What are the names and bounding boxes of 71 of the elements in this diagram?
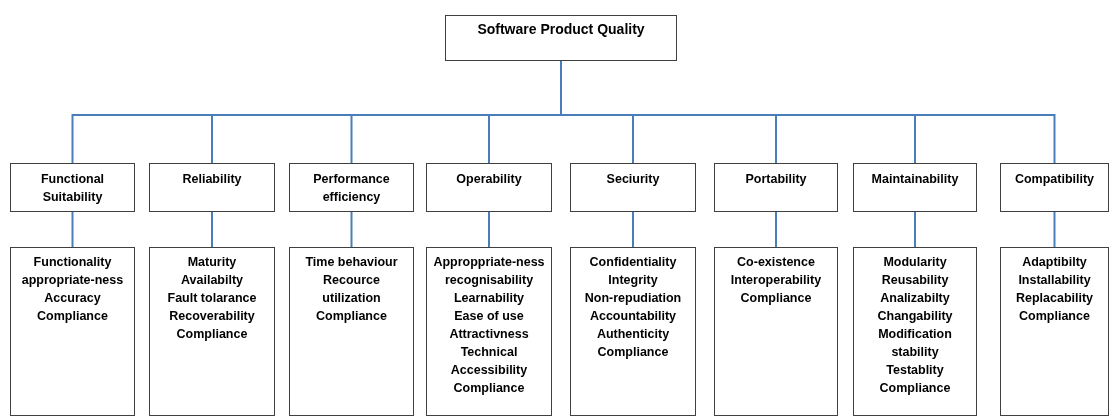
attribute-label: Installability xyxy=(1017,272,1092,289)
attribute-label: Maturity xyxy=(186,254,238,271)
attribute-label: Modification stability xyxy=(877,326,953,361)
connector-line xyxy=(71,211,74,248)
connector-line xyxy=(914,211,916,248)
attribute-label: Availabilty xyxy=(179,272,245,289)
category-label: Performance efficiency xyxy=(312,171,391,206)
category-label: Functional Suitability xyxy=(39,171,106,206)
attribute-label: Compliance xyxy=(36,308,109,325)
connector-line xyxy=(1053,211,1056,248)
category-label: Operability xyxy=(455,171,523,188)
attribute-label: Compliance xyxy=(596,344,670,361)
attribute-label: Modularity xyxy=(882,254,948,271)
attribute-label: Confidentiality xyxy=(588,254,678,271)
attribute-label: Integrity xyxy=(607,272,659,289)
category-label: Maintainability xyxy=(870,171,960,188)
attribute-label: Recource utilization xyxy=(321,272,382,307)
attribute-list-box xyxy=(1000,247,1109,416)
attribute-list-box xyxy=(853,247,977,416)
attribute-label: Compliance xyxy=(739,290,813,307)
attribute-label: Compliance xyxy=(1018,308,1091,325)
category-box xyxy=(570,163,696,212)
connector-line xyxy=(350,211,353,248)
connector-line xyxy=(775,211,777,248)
attribute-label: Compliance xyxy=(315,308,388,325)
attribute-label: Co-existence xyxy=(736,254,816,271)
category-box xyxy=(289,163,414,212)
attribute-label: Compliance xyxy=(452,380,526,397)
attribute-label: Analizabilty xyxy=(879,290,951,307)
attribute-label: Compliance xyxy=(175,326,249,343)
attribute-list-box xyxy=(10,247,135,416)
attribute-label: Recoverability xyxy=(168,308,256,325)
attribute-label: Authenticity xyxy=(595,326,671,343)
attribute-label: Fault tolarance xyxy=(166,290,258,307)
attribute-label: Technical Accessibility xyxy=(449,344,529,379)
attribute-label: Non-repudiation xyxy=(583,290,683,307)
attribute-list-box xyxy=(426,247,552,416)
category-label: Reliability xyxy=(181,171,243,188)
attribute-label: Compliance xyxy=(878,380,952,397)
attribute-list-box xyxy=(714,247,838,416)
connector-line xyxy=(211,211,213,248)
connector-line xyxy=(488,211,490,248)
category-label: Seciurity xyxy=(605,171,661,188)
category-box xyxy=(149,163,275,212)
category-box xyxy=(714,163,838,212)
attribute-label: Accuracy xyxy=(43,290,102,307)
attribute-label: Reusability xyxy=(880,272,950,289)
attribute-label: Attractivness xyxy=(448,326,530,343)
category-label: Compatibility xyxy=(1013,171,1096,188)
attribute-label: Learnability xyxy=(452,290,526,307)
attribute-label: Changability xyxy=(876,308,954,325)
category-box xyxy=(10,163,135,212)
attribute-label: Testablity xyxy=(885,362,945,379)
attribute-list-box xyxy=(149,247,275,416)
category-box xyxy=(426,163,552,212)
attribute-label: Approppriate-ness recognisability xyxy=(432,254,546,289)
root-title: Software Product Quality xyxy=(476,20,646,39)
root-box xyxy=(445,15,677,61)
attribute-label: Accountability xyxy=(588,308,678,325)
attribute-list-box xyxy=(570,247,696,416)
attribute-label: Replacability xyxy=(1014,290,1095,307)
attribute-list-box xyxy=(289,247,414,416)
attribute-label: Adaptibilty xyxy=(1021,254,1088,271)
attribute-label: Functionality appropriate-ness xyxy=(20,254,125,289)
attribute-label: Interoperability xyxy=(729,272,823,289)
attribute-label: Ease of use xyxy=(453,308,525,325)
category-label: Portability xyxy=(744,171,808,188)
category-box xyxy=(1000,163,1109,212)
category-box xyxy=(853,163,977,212)
attribute-label: Time behaviour xyxy=(304,254,399,271)
connector-line xyxy=(632,211,634,248)
